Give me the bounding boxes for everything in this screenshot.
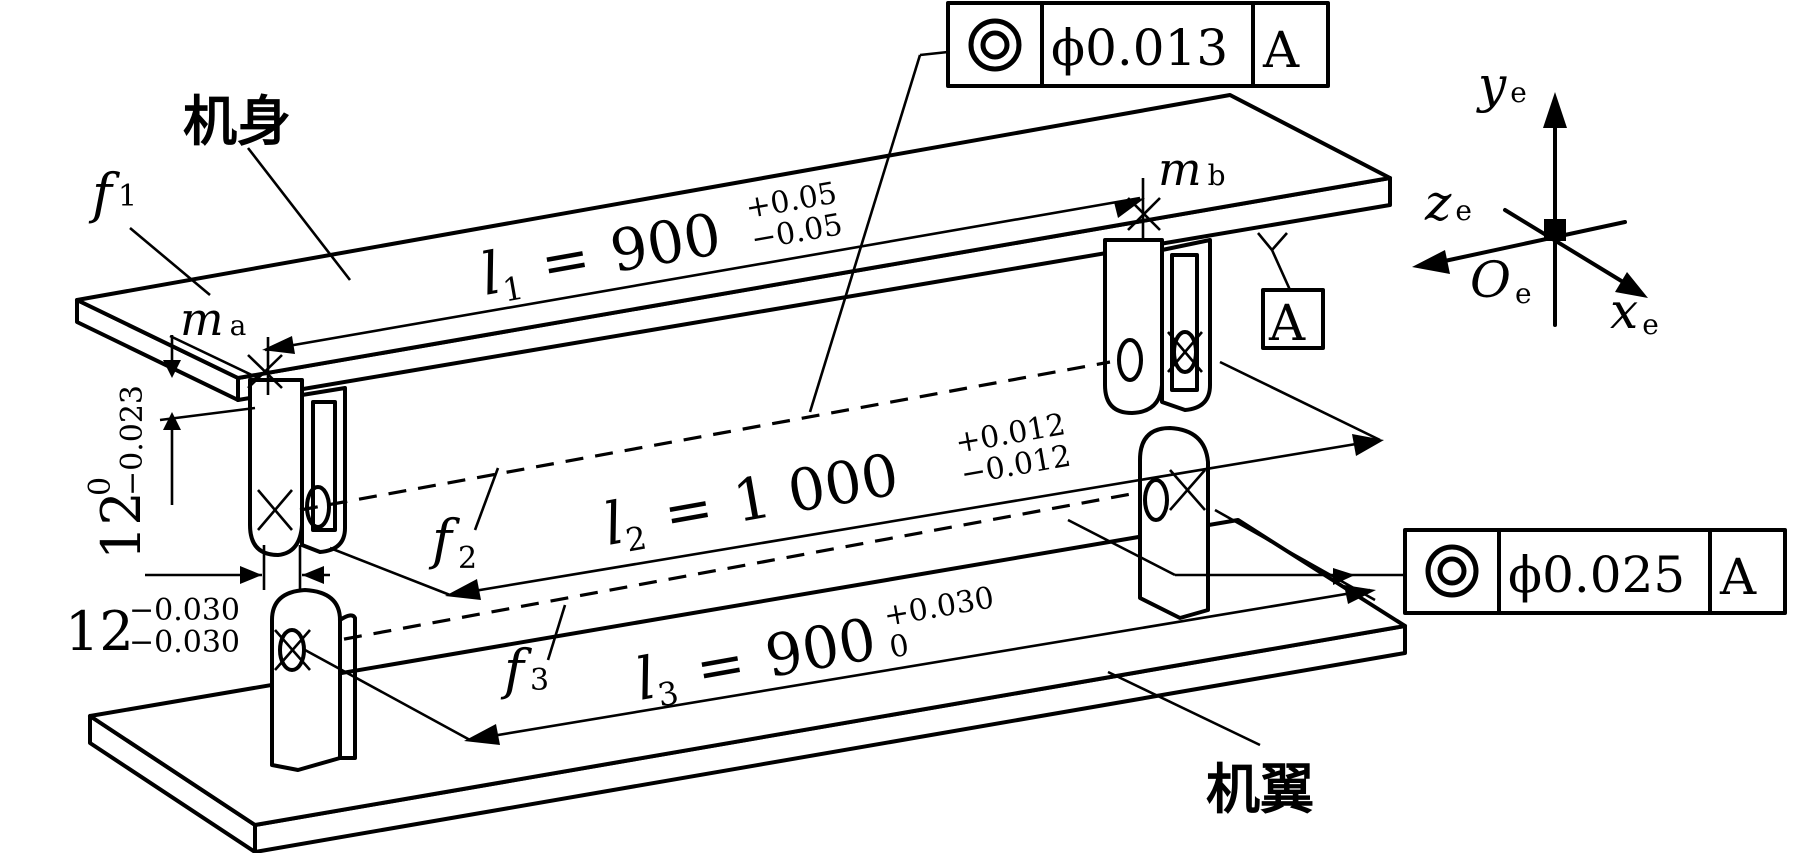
lower-right-lug — [1138, 426, 1210, 620]
upper-right-lug — [1103, 238, 1212, 415]
thickness-dimension — [159, 334, 259, 505]
concentricity-icon — [1425, 544, 1479, 598]
concentricity-icon — [968, 18, 1022, 72]
upper-left-lug — [248, 378, 347, 557]
wing-label: 机翼 — [1206, 758, 1314, 821]
leader-lines — [129, 50, 1405, 747]
l1-dimension-line — [262, 196, 1145, 354]
lug-width-label: 12 −0.030 −0.030 — [65, 593, 240, 663]
svg-text:−0.030: −0.030 — [129, 593, 240, 628]
svg-text:0: 0 — [83, 477, 118, 496]
tolerance-frame-top: ϕ0.013 A — [946, 1, 1330, 88]
datum-a-label: A — [1268, 294, 1306, 352]
datum-a-symbol: A — [1256, 232, 1325, 352]
l2-dimension-line — [329, 360, 1384, 600]
lower-hole-axis — [284, 483, 1181, 652]
fuselage-label: 机身 — [183, 90, 291, 153]
svg-text:l3=900: l3=900 — [631, 605, 882, 718]
thickness-label: 12 0 −0.023 — [83, 385, 153, 560]
svg-text:−0.023: −0.023 — [115, 385, 150, 496]
ma-marker — [247, 337, 283, 395]
svg-text:−0.030: −0.030 — [129, 625, 240, 660]
l3-label: l3=900 +0.030 0 — [631, 580, 997, 718]
l3-dimension-line — [304, 508, 1376, 745]
svg-text:12: 12 — [65, 600, 134, 663]
mb-marker — [1127, 178, 1161, 238]
coordinate-axes — [1412, 92, 1648, 327]
wing-plate — [88, 518, 1407, 853]
tolerance-top-value: ϕ0.013 — [1051, 19, 1228, 77]
tolerance-frame-right: ϕ0.025 A — [1403, 528, 1787, 615]
upper-hole-axis — [299, 360, 1111, 512]
tolerance-top-datum: A — [1262, 21, 1300, 79]
lower-left-lug — [270, 588, 357, 772]
tolerance-right-value: ϕ0.025 — [1508, 546, 1685, 604]
lug-width-dimension — [145, 545, 330, 590]
tolerance-right-datum: A — [1719, 548, 1757, 606]
fuselage-plate — [75, 93, 1392, 402]
svg-text:12: 12 — [90, 491, 153, 560]
l2-label: l2=1 000 +0.012 −0.012 — [599, 407, 1074, 559]
